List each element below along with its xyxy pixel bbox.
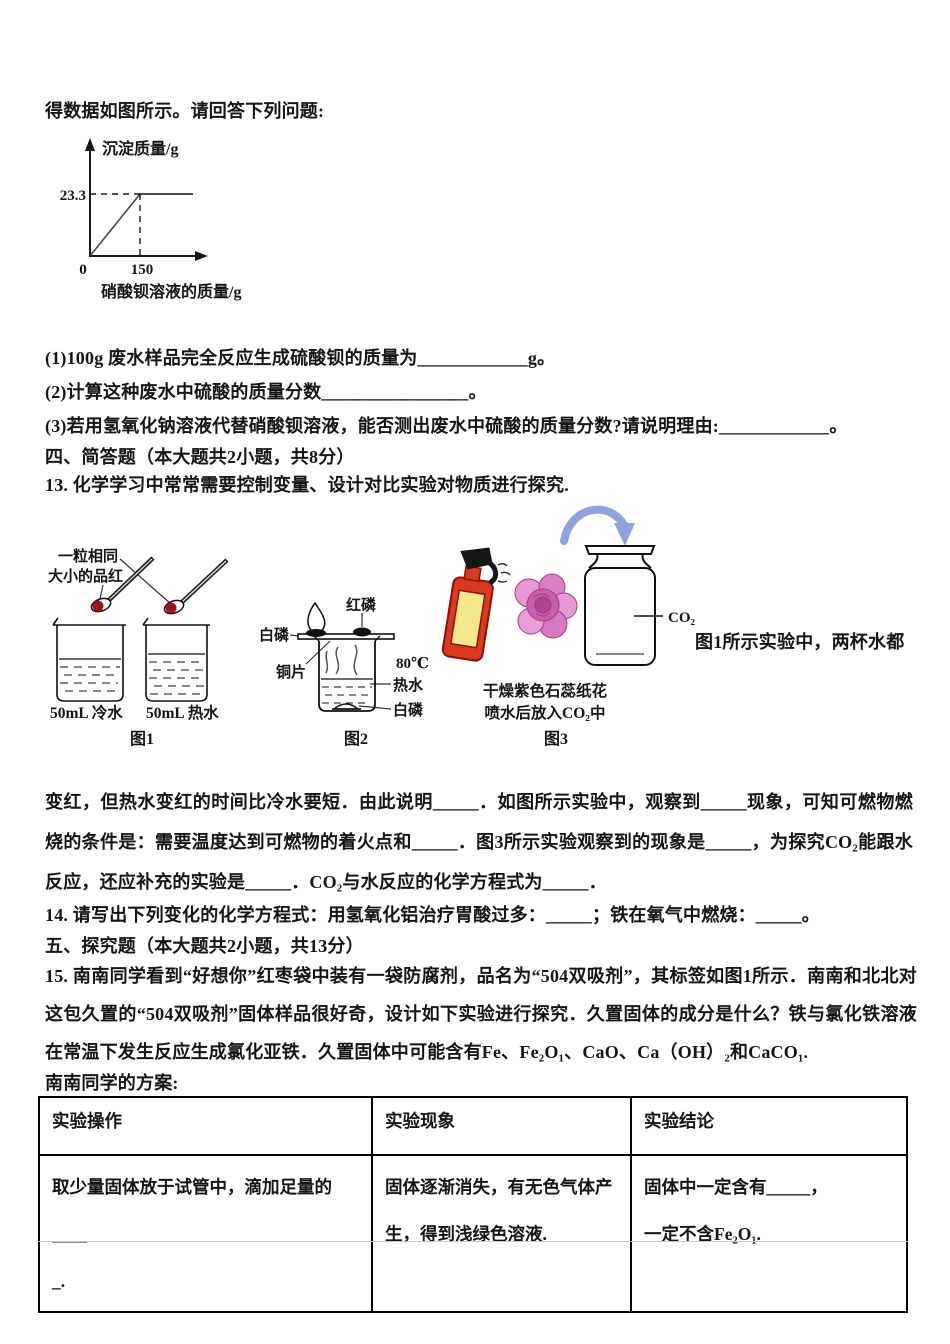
x-axis-arrow	[195, 251, 208, 261]
fig2-temperature-label: 80℃	[396, 656, 429, 672]
question-3: (3)若用氢氧化钠溶液代替硝酸钡溶液，能否测出废水中硫酸的质量分数?请说明理由:…	[45, 416, 848, 436]
y-axis-arrow	[85, 138, 95, 151]
table-cell-conclusion: 固体中一定含有_____， 一定不含Fe₂O₁.	[630, 1154, 908, 1313]
chart-axes	[89, 148, 196, 257]
experiment-plan-table: 实验操作 实验现象 实验结论 取少量固体放于试管中，滴加足量的____ _. 固…	[38, 1096, 908, 1313]
fig1-callout-lines	[99, 558, 172, 605]
section-5-heading: 五、探究题（本大题共2小题，共13分）	[45, 936, 364, 956]
chart-x-axis-label: 硝酸钡溶液的质量/g	[101, 282, 241, 301]
chart-x-tick-0: 0	[79, 262, 87, 278]
figure-1: 一粒相同 大小的品红	[48, 547, 229, 748]
fig2-hot-water-label: 热水	[393, 676, 424, 694]
chart-series-line	[89, 193, 193, 257]
fig3-gas-bottle	[584, 545, 656, 666]
intro-text: 得数据如图所示。请回答下列问题:	[45, 101, 325, 121]
question-15: 15. 南南同学看到“好想你”红枣袋中装有一袋防腐剂，品名为“504双吸剂”，其…	[45, 966, 917, 1062]
fig2-beaker	[313, 635, 381, 712]
fig2-white-phosphorus-bottom-label: 白磷	[393, 701, 424, 719]
chart-x-tick-150: 150	[131, 262, 154, 278]
table-header-operation: 实验操作	[38, 1096, 373, 1156]
fig2-copper-sheet-label: 铜片	[276, 663, 306, 681]
figures-side-note: 图1所示实验中，两杯水都	[695, 632, 905, 652]
chart-guide-dashes	[90, 193, 141, 256]
question-13: 13. 化学学习中常常需要控制变量、设计对比实验对物质进行探究.	[45, 475, 569, 495]
fig1-beaker-cold	[52, 617, 126, 702]
fig3-note-line1: 干燥紫色石蕊纸花	[483, 681, 608, 700]
chart-y-axis-label: 沉淀质量/g	[102, 139, 178, 158]
table-header-conclusion: 实验结论	[630, 1096, 908, 1156]
fig2-caption: 图2	[344, 730, 368, 748]
fig2-white-phosphorus-top-label: 白磷	[259, 626, 290, 644]
fig1-callout-line2: 大小的品红	[48, 567, 123, 585]
table-continuation-line	[38, 1241, 908, 1242]
chart-y-tick-23-3: 23.3	[60, 188, 86, 204]
question-13-continuation: 变红，但热水变红的时间比冷水要短．由此说明_____．如图所示实验中，观察到__…	[45, 792, 913, 892]
fig1-cold-label: 50mL 冷水	[50, 703, 123, 722]
table-header-phenomenon: 实验现象	[371, 1096, 632, 1156]
fig2-red-phosphorus-label: 红磷	[346, 596, 377, 614]
fig1-hot-label: 50mL 热水	[146, 703, 219, 722]
fig2-red-phosphorus-lump	[353, 627, 371, 637]
litmus-paper-flower-icon	[514, 573, 578, 639]
table-row: 取少量固体放于试管中，滴加足量的____ _. 固体逐渐消失，有无色气体产 生，…	[38, 1154, 908, 1313]
fig2-candle-flame	[306, 601, 326, 637]
section-4-heading: 四、简答题（本大题共2小题，共8分）	[45, 447, 355, 467]
question-14: 14. 请写出下列变化的化学方程式：用氢氧化铝治疗胃酸过多：_____；铁在氧气…	[45, 905, 820, 925]
table-header-row: 实验操作 实验现象 实验结论	[38, 1096, 908, 1156]
fig1-spoon-left	[90, 556, 155, 613]
curved-arrow-icon	[560, 505, 635, 546]
precipitate-chart: 沉淀质量/g 23.3 0 150 硝酸钡溶液的质量/g	[45, 136, 285, 311]
fig1-beaker-hot	[142, 617, 210, 702]
fuchsin-grain-left	[92, 600, 104, 612]
fuchsin-grain-right	[165, 602, 177, 614]
figure-3: CO₂ 干燥紫色	[441, 505, 696, 748]
fig1-callout-line1: 一粒相同	[58, 547, 118, 565]
experiment-figures: 一粒相同 大小的品红	[40, 493, 920, 765]
fig2-copper-sheet	[297, 633, 395, 640]
fig3-caption: 图3	[544, 730, 568, 748]
spray-mist-marks	[497, 562, 511, 583]
table-cell-operation: 取少量固体放于试管中，滴加足量的____ _.	[38, 1154, 373, 1313]
fig3-gas-label: CO₂	[668, 610, 696, 626]
plan-label: 南南同学的方案:	[45, 1073, 179, 1093]
fig1-spoon-right	[163, 558, 229, 615]
question-2: (2)计算这种废水中硫酸的质量分数________________。	[45, 382, 487, 402]
fig2-fumes	[325, 644, 358, 676]
fig1-caption: 图1	[130, 730, 154, 748]
table-cell-phenomenon: 固体逐渐消失，有无色气体产 生，得到浅绿色溶液.	[371, 1154, 632, 1313]
fig2-white-phosphorus-underwater	[331, 703, 361, 710]
fig3-note-line2: 喷水后放入CO₂中	[485, 703, 606, 722]
spray-bottle-icon	[441, 547, 499, 662]
question-1: (1)100g 废水样品完全反应生成硫酸钡的质量为____________g。	[45, 348, 556, 368]
figure-2: 红磷 白磷 铜片 80℃ 热水 白磷	[259, 596, 429, 748]
